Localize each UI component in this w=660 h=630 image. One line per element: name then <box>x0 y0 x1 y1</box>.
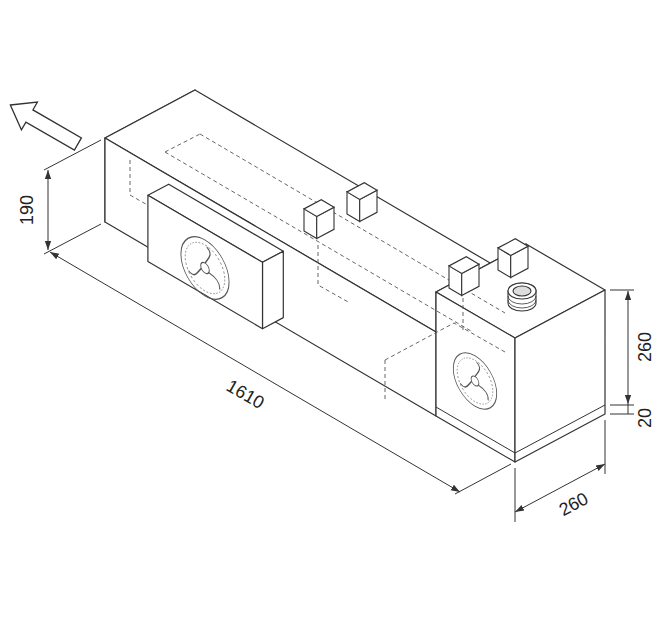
dimension-value: 260 <box>636 330 656 364</box>
fan-symbol <box>181 226 229 310</box>
dimension-value: 190 <box>18 193 38 227</box>
airflow-arrow <box>2 91 86 158</box>
filter-panel <box>148 184 283 329</box>
outlet-spigot <box>508 283 536 311</box>
dimension-value: 260 <box>554 488 593 521</box>
fan-symbol <box>453 343 496 419</box>
hidden-lines <box>130 134 505 400</box>
dimension-lines <box>44 140 634 522</box>
hood-body <box>105 90 605 462</box>
dimension-value: 20 <box>636 406 656 430</box>
dimension-value: 1610 <box>221 375 269 414</box>
connector-blocks <box>304 183 528 296</box>
